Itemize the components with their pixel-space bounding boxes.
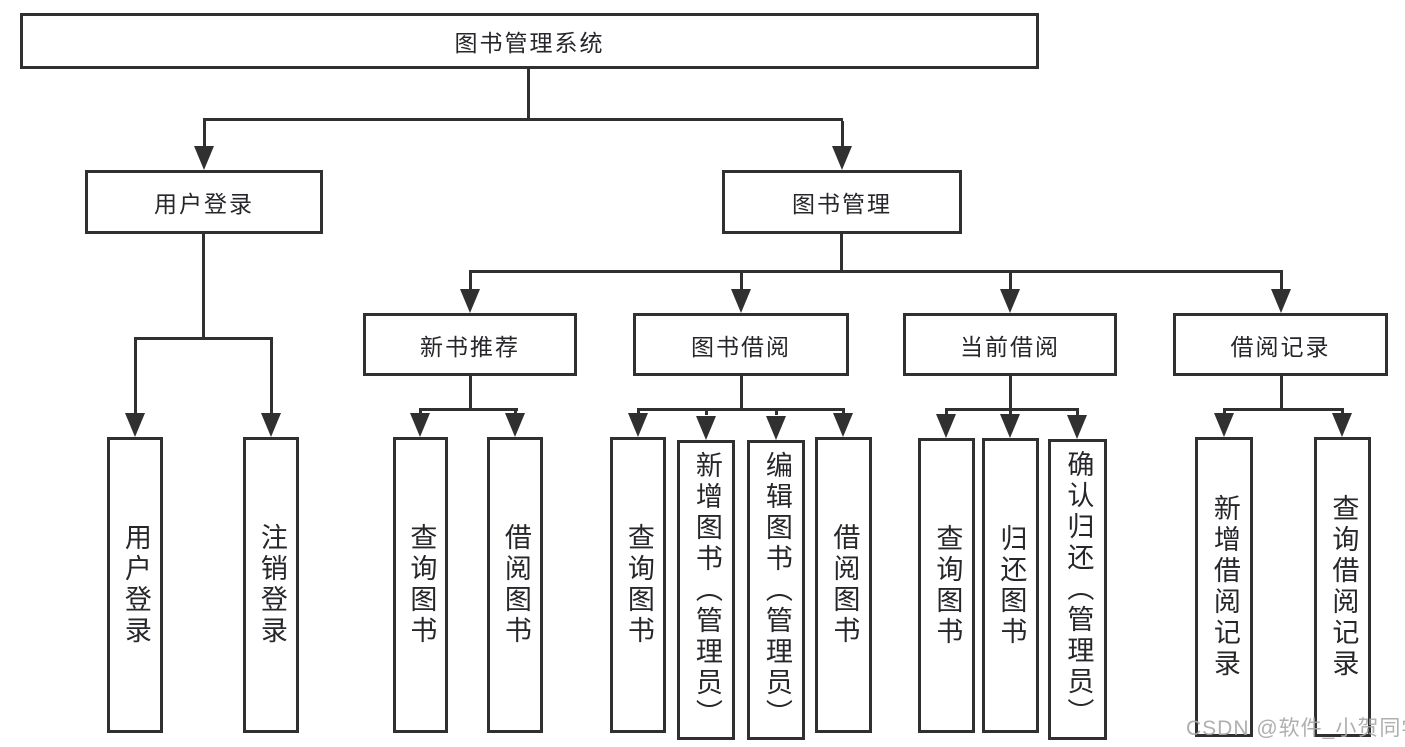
arrowhead-icon [1067, 415, 1087, 439]
leaf-current-confirm-admin-label: 确认归还（管理员） [1063, 450, 1094, 729]
node-root: 图书管理系统 [20, 13, 1039, 69]
connector-line [1280, 376, 1283, 408]
leaf-logout: 注销登录 [243, 437, 299, 733]
connector-line [419, 408, 518, 411]
arrowhead-icon [766, 416, 786, 440]
leaf-borrowing-query: 查询图书 [610, 437, 666, 733]
leaf-user-login-label: 用户登录 [120, 523, 151, 647]
connector-line [1009, 273, 1012, 291]
connector-line [1009, 376, 1012, 408]
leaf-records-add-label: 新增借阅记录 [1209, 494, 1240, 680]
connector-line [1076, 411, 1079, 415]
connector-line [527, 69, 530, 118]
connector-line [705, 411, 708, 415]
arrowhead-icon [833, 413, 853, 437]
leaf-borrowing-query-label: 查询图书 [623, 523, 654, 647]
connector-line [270, 340, 273, 415]
connector-line [469, 376, 472, 408]
leaf-borrowing-borrow: 借阅图书 [815, 437, 872, 733]
node-book-borrowing-label: 图书借阅 [691, 333, 791, 360]
node-borrow-records-label: 借阅记录 [1230, 333, 1331, 360]
connector-line [1009, 411, 1012, 415]
arrowhead-icon [731, 289, 751, 313]
node-current-borrowing-label: 当前借阅 [960, 333, 1060, 360]
leaf-records-add: 新增借阅记录 [1195, 437, 1253, 737]
node-current-borrowing: 当前借阅 [903, 313, 1117, 376]
leaf-logout-label: 注销登录 [256, 523, 287, 647]
arrowhead-icon [460, 289, 480, 313]
leaf-newbooks-query: 查询图书 [393, 437, 448, 733]
node-book-management-label: 图书管理 [792, 191, 892, 217]
leaf-current-return: 归还图书 [982, 438, 1039, 733]
arrowhead-icon [125, 413, 145, 437]
leaf-borrowing-add-admin-label: 新增图书（管理员） [691, 450, 722, 730]
leaf-current-confirm-admin: 确认归还（管理员） [1048, 439, 1107, 740]
connector-line [203, 118, 843, 121]
leaf-newbooks-borrow-label: 借阅图书 [500, 523, 531, 647]
leaf-records-query-label: 查询借阅记录 [1328, 494, 1359, 680]
connector-line [740, 376, 743, 408]
leaf-current-query-label: 查询图书 [932, 523, 963, 648]
node-borrow-records: 借阅记录 [1173, 313, 1388, 376]
node-user-login: 用户登录 [85, 170, 323, 234]
node-new-book-recommend: 新书推荐 [363, 313, 577, 376]
arrowhead-icon [1332, 413, 1352, 437]
connector-line [203, 121, 206, 148]
leaf-borrowing-edit-admin-label: 编辑图书（管理员） [761, 450, 792, 730]
connector-line [202, 234, 205, 337]
connector-line [945, 408, 1079, 411]
connector-line [134, 340, 137, 415]
arrowhead-icon [1000, 414, 1020, 438]
leaf-current-return-label: 归还图书 [996, 523, 1027, 648]
leaf-user-login: 用户登录 [107, 437, 163, 733]
node-root-label: 图书管理系统 [454, 30, 605, 56]
connector-line [841, 121, 844, 148]
arrowhead-icon [261, 413, 281, 437]
arrowhead-icon [1000, 289, 1020, 313]
connector-line [637, 408, 845, 411]
leaf-records-query: 查询借阅记录 [1314, 437, 1371, 737]
leaf-borrowing-add-admin: 新增图书（管理员） [677, 440, 735, 740]
arrowhead-icon [410, 413, 430, 437]
leaf-current-query: 查询图书 [918, 438, 975, 733]
arrowhead-icon [832, 146, 852, 170]
leaf-newbooks-query-label: 查询图书 [406, 523, 437, 647]
connector-line [740, 273, 743, 291]
connector-line [840, 234, 843, 270]
arrowhead-icon [1271, 289, 1291, 313]
connector-line [775, 411, 778, 415]
connector-line [469, 273, 472, 291]
leaf-borrowing-edit-admin: 编辑图书（管理员） [747, 440, 805, 740]
node-book-borrowing: 图书借阅 [633, 313, 849, 376]
leaf-borrowing-borrow-label: 借阅图书 [829, 523, 860, 647]
connector-line [1280, 273, 1283, 291]
connector-line [1223, 408, 1344, 411]
arrowhead-icon [505, 413, 525, 437]
arrowhead-icon [628, 413, 648, 437]
node-book-management: 图书管理 [722, 170, 962, 234]
arrowhead-icon [1214, 413, 1234, 437]
arrowhead-icon [936, 414, 956, 438]
arrowhead-icon [696, 416, 716, 440]
connector-line [134, 337, 273, 340]
connector-line [469, 270, 1283, 273]
node-new-book-recommend-label: 新书推荐 [420, 333, 520, 360]
csdn-watermark: CSDN @软件_小贺同学 [1186, 717, 1405, 740]
arrowhead-icon [194, 146, 214, 170]
connector-line [945, 411, 948, 415]
leaf-newbooks-borrow: 借阅图书 [487, 437, 543, 733]
node-user-login-label: 用户登录 [154, 191, 254, 217]
